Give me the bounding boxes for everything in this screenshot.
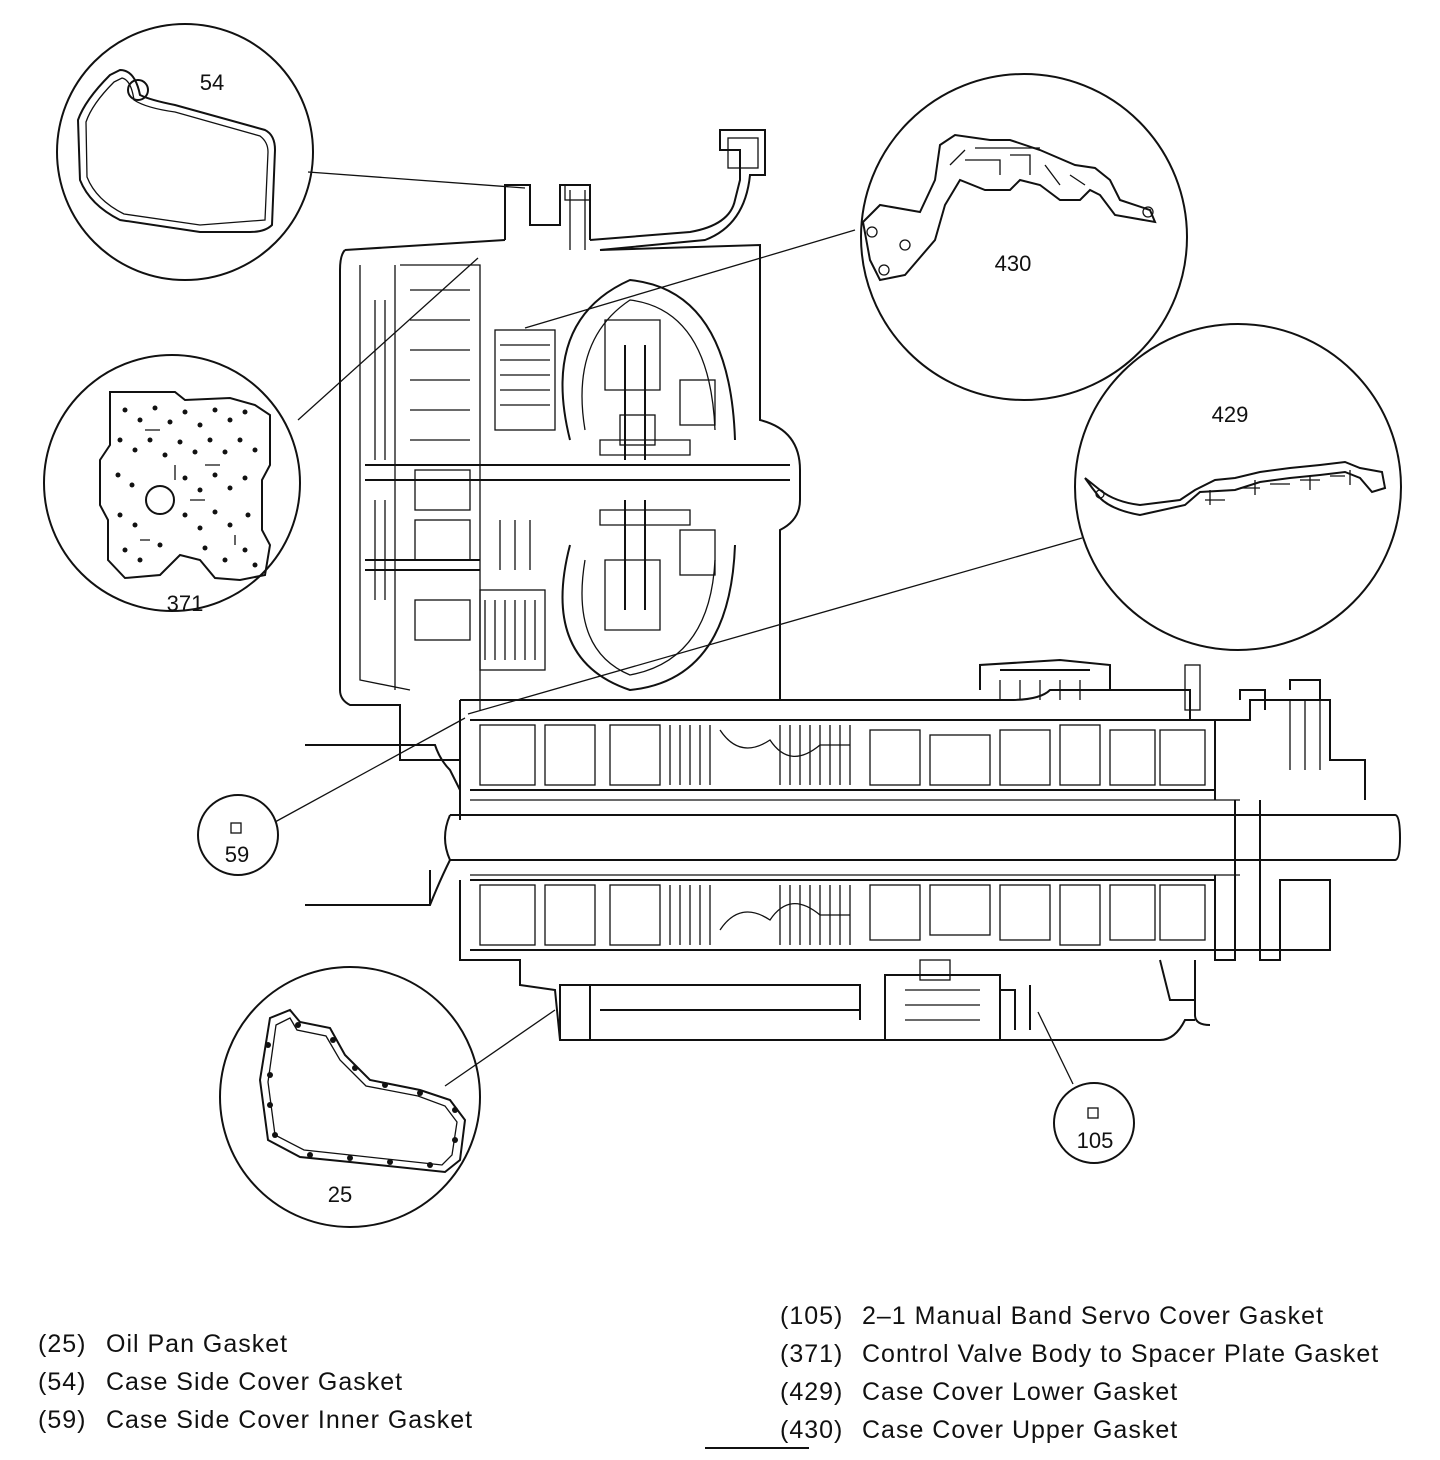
legend-item-number: (430) [780,1416,844,1444]
legend-item-label: Case Cover Lower Gasket [862,1378,1179,1406]
legend-item-number: (105) [780,1302,844,1330]
callout-25-number: 25 [328,1182,352,1207]
legend-item-number: (54) [38,1368,87,1396]
callout-429-number: 429 [1212,402,1249,427]
callout-54: 54 [56,23,314,281]
callout-371-number: 371 [167,591,204,616]
legend-item: (429) Case Cover Lower Gasket [780,1373,1379,1411]
legend-item-label: Case Cover Upper Gasket [862,1416,1179,1444]
transmission-diagram: 54 430 [43,23,1402,1228]
callout-54-number: 54 [200,70,224,95]
legend-item-label: 2–1 Manual Band Servo Cover Gasket [862,1302,1325,1330]
callout-430-number: 430 [995,251,1032,276]
callout-430: 430 [860,73,1188,401]
callout-59-number: 59 [225,842,249,867]
legend-left: (25) Oil Pan Gasket (54) Case Side Cover G… [38,1325,473,1439]
legend-right: (105)2–1 Manual Band Servo Cover Gasket … [780,1297,1379,1449]
legend-divider [705,1447,809,1449]
legend-item-number: (59) [38,1406,87,1434]
legend-item-label: Control Valve Body to Spacer Plate Gaske… [862,1340,1380,1368]
legend-item: (59) Case Side Cover Inner Gasket [38,1401,473,1439]
legend-item-number: (25) [38,1330,87,1358]
callout-25: 25 [219,966,481,1228]
legend-item: (54) Case Side Cover Gasket [38,1363,473,1401]
callout-429: 429 [1074,323,1402,651]
legend-item: (25) Oil Pan Gasket [38,1325,473,1363]
legend-item-label: Oil Pan Gasket [106,1330,289,1358]
legend-item-label: Case Side Cover Inner Gasket [106,1406,474,1434]
legend-item-number: (371) [780,1340,844,1368]
legend-item: (371) Control Valve Body to Spacer Plate … [780,1335,1379,1373]
callout-371: 371 [43,354,301,616]
legend-item-number: (429) [780,1378,844,1406]
legend-item: (105) 2–1 Manual Band Servo Cover Gasket [780,1297,1379,1335]
callout-105: 105 [1053,1082,1135,1164]
part-square-icon [1087,1107,1099,1119]
part-square-icon [230,822,242,834]
callout-59: 59 [197,794,279,876]
legend-item: (430) Case Cover Upper Gasket [780,1411,1379,1449]
callout-105-number: 105 [1077,1128,1114,1153]
leader-lines [274,171,1083,1087]
transmission-cross-section [305,129,1402,1041]
legend-item-label: Case Side Cover Gasket [106,1368,404,1396]
